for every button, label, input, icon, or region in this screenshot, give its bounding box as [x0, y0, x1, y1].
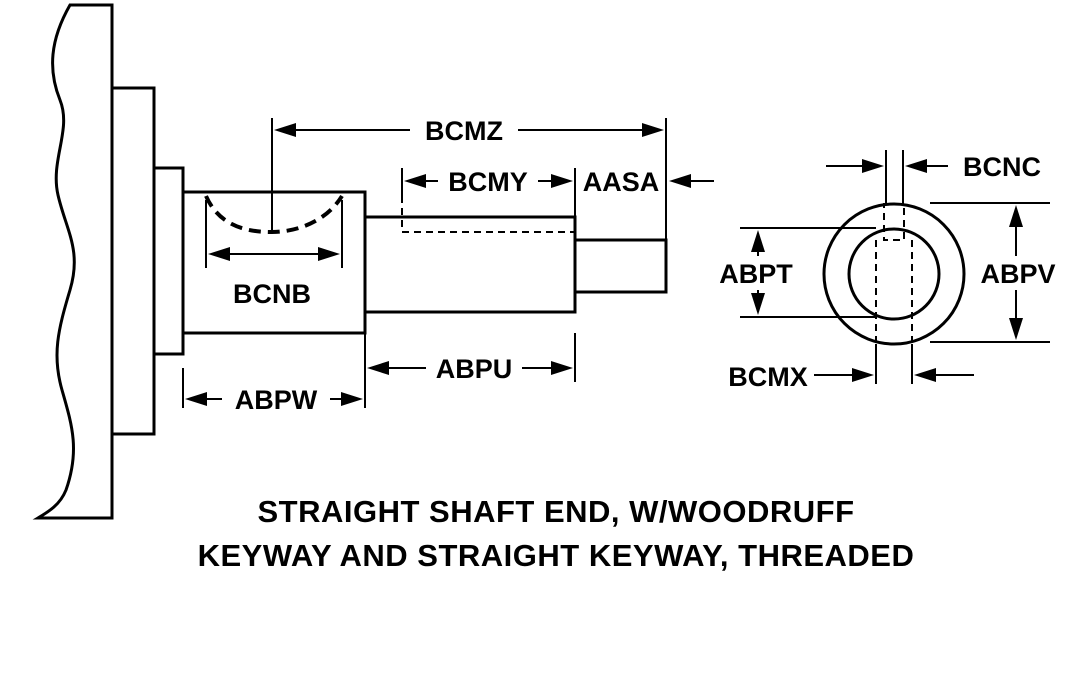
threaded-section — [573, 238, 668, 294]
bcnc-label: BCNC — [963, 152, 1041, 182]
abpv-arrow-top — [1009, 205, 1023, 227]
bcmx-arrow-right — [914, 368, 936, 382]
housing-break-line — [32, 3, 114, 520]
caption-line-1: STRAIGHT SHAFT END, W/WOODRUFF — [257, 494, 854, 529]
bcnb-arrow-left — [208, 247, 230, 261]
bcmx-label: BCMX — [728, 362, 808, 392]
abpw-arrow-right — [341, 392, 363, 406]
bcmz-arrow-left — [274, 123, 296, 137]
abpu-label: ABPU — [436, 354, 513, 384]
caption-line-2: KEYWAY AND STRAIGHT KEYWAY, THREADED — [198, 538, 915, 573]
bcnb-label: BCNB — [233, 279, 311, 309]
abpu-arrow-left — [367, 361, 389, 375]
aasa-arrow — [669, 174, 691, 188]
bcnb-arrow-right — [318, 247, 340, 261]
abpw-arrow-left — [185, 392, 207, 406]
bcmx-arrow-left — [852, 368, 874, 382]
shaft-small-section — [363, 215, 577, 314]
flange-outer — [110, 86, 156, 436]
end-view-keyway-hidden — [883, 203, 905, 241]
straight-keyway-hidden — [401, 196, 575, 233]
bcmz-arrow-right — [642, 123, 664, 137]
bcmy-label: BCMY — [448, 167, 528, 197]
abpv-arrow-bottom — [1009, 318, 1023, 340]
shaft-large-section — [181, 190, 367, 335]
bcmz-label: BCMZ — [425, 116, 503, 146]
abpw-label: ABPW — [235, 385, 318, 415]
bcnc-arrow-left — [862, 159, 884, 173]
aasa-label: AASA — [583, 167, 660, 197]
thread-hatch — [573, 238, 668, 294]
bcmy-arrow-right — [551, 174, 573, 188]
abpt-arrow-top — [751, 230, 765, 252]
abpt-label: ABPT — [719, 259, 793, 289]
abpu-arrow-right — [551, 361, 573, 375]
woodruff-keyway-hidden — [204, 194, 344, 235]
end-view-inner-circle — [847, 227, 941, 321]
abpt-arrow-bottom — [751, 293, 765, 315]
bcnc-arrow-right — [905, 159, 927, 173]
flange-inner — [152, 166, 185, 356]
end-view-outer-circle — [822, 202, 966, 346]
bcmy-arrow-left — [404, 174, 426, 188]
abpv-label: ABPV — [980, 259, 1055, 289]
